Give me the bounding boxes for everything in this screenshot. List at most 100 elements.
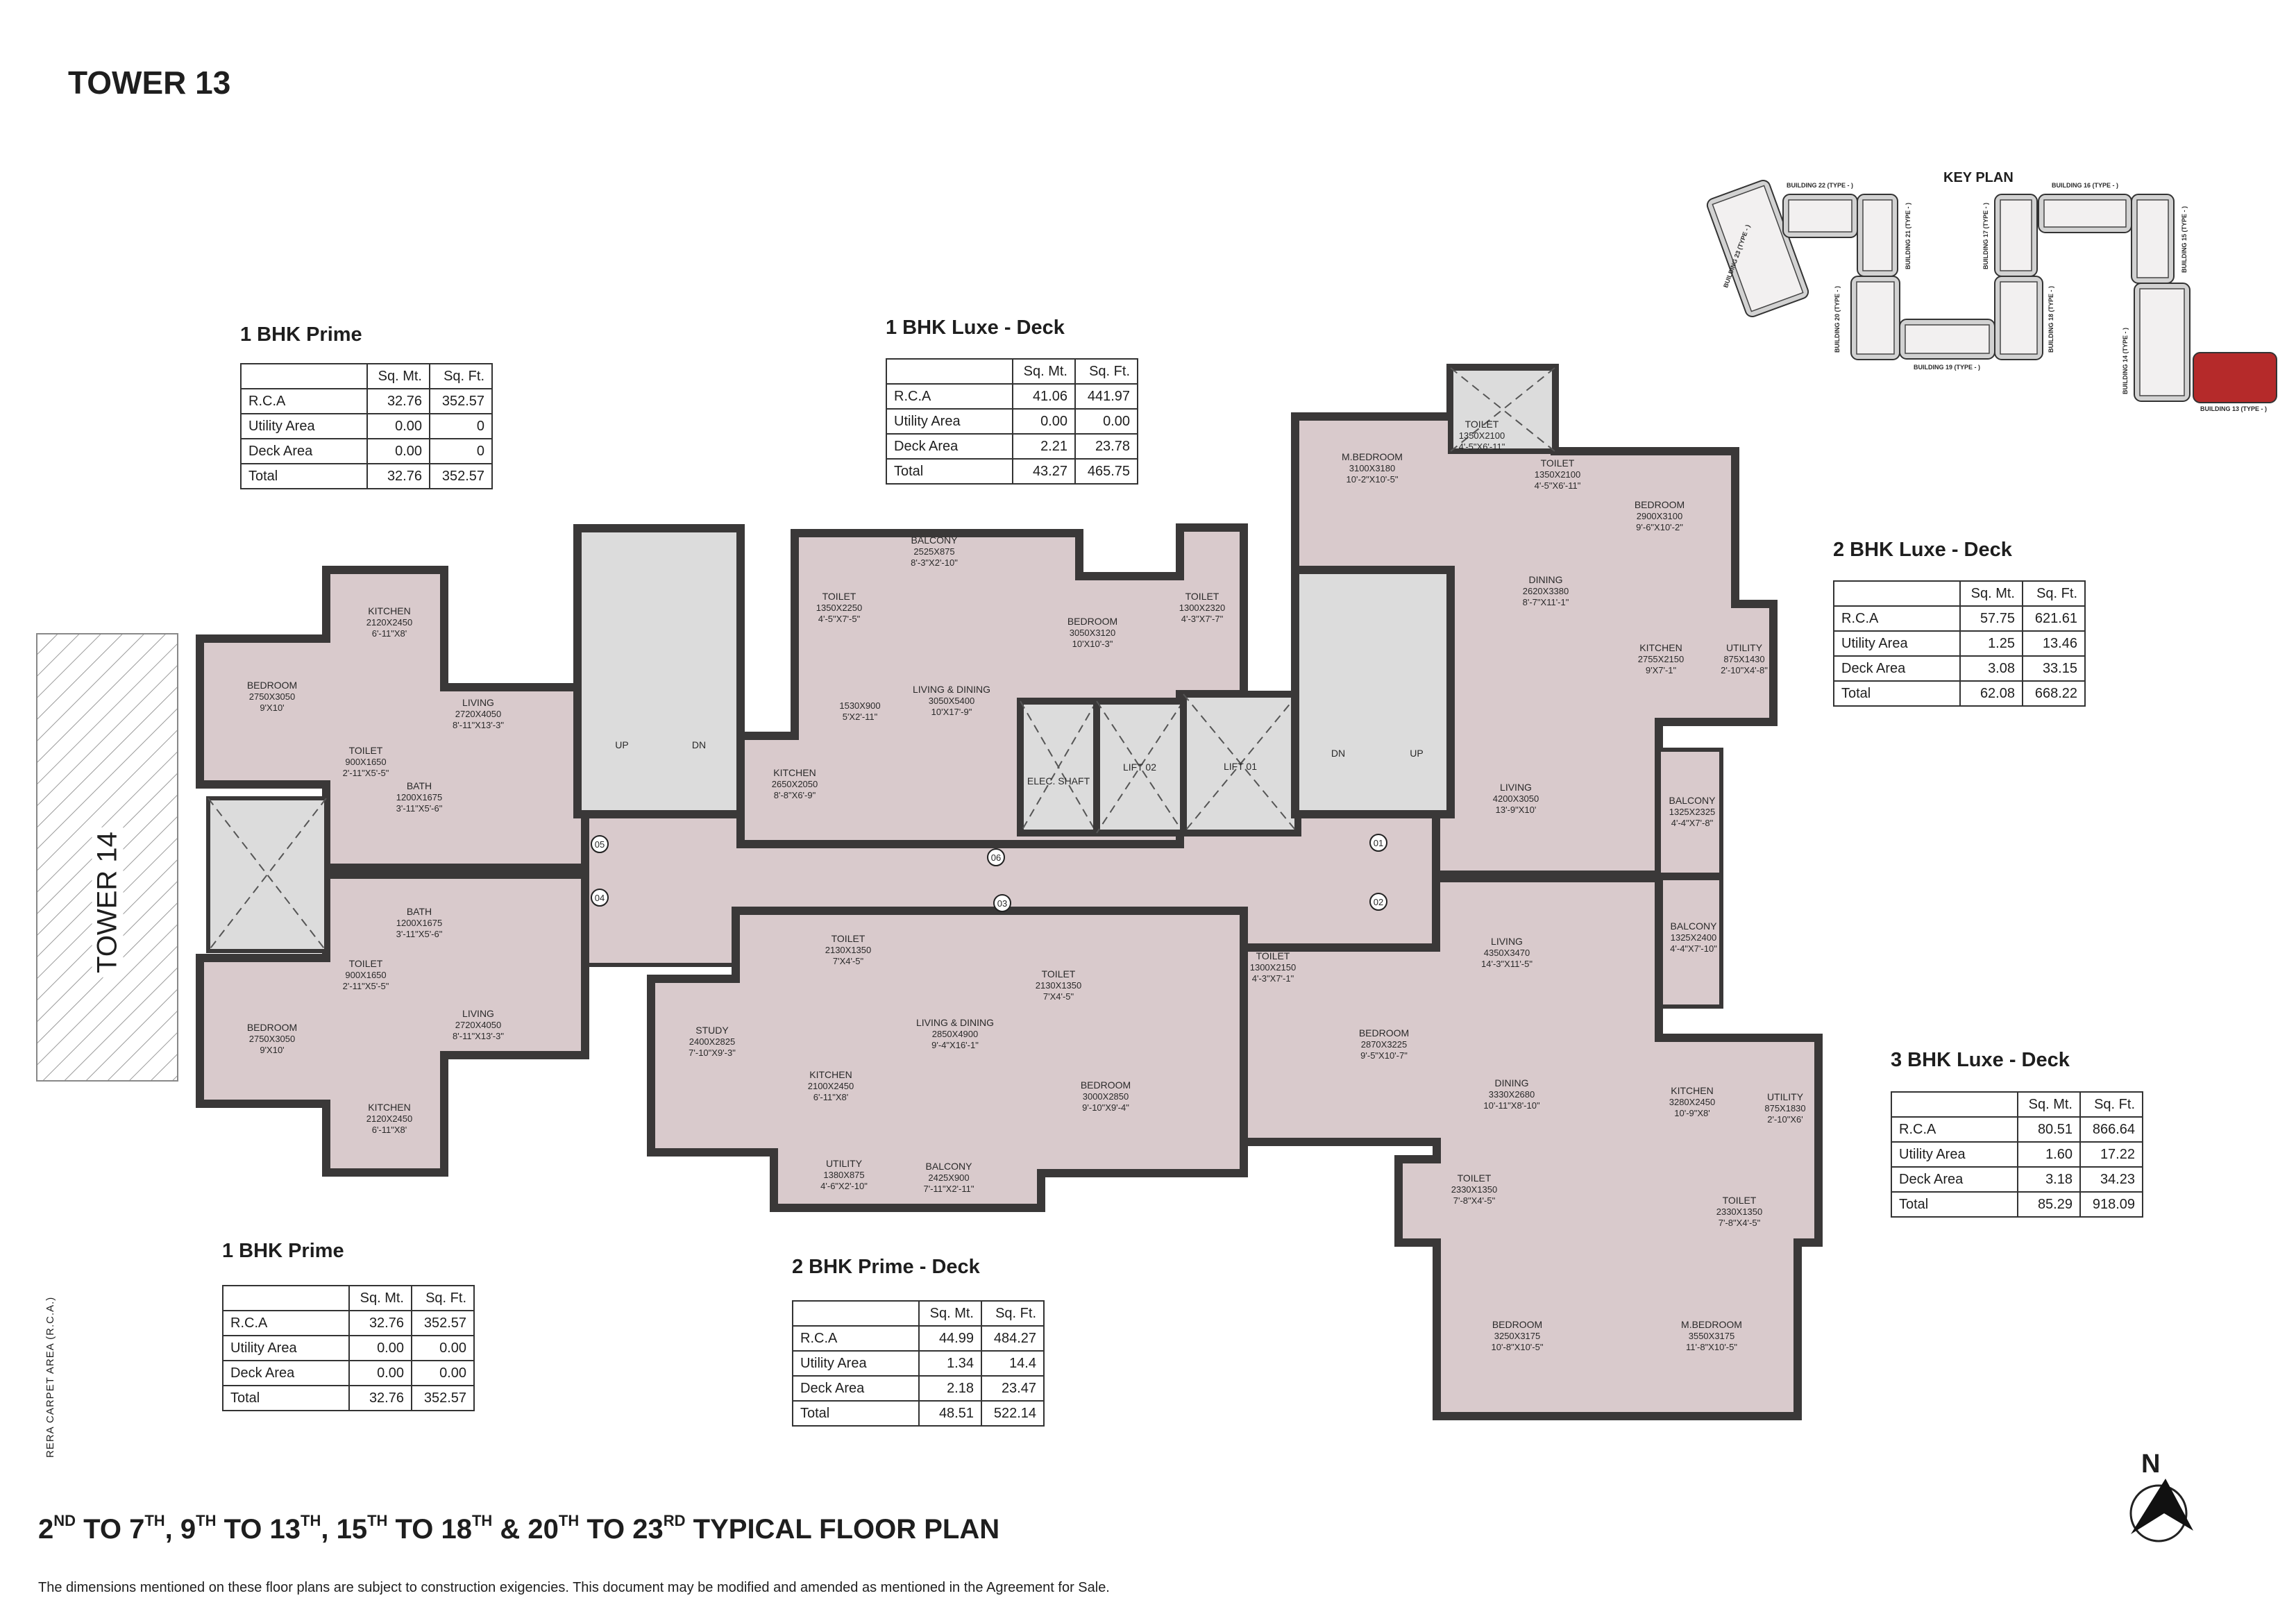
unit-type-title: 2 BHK Prime - Deck (792, 1256, 980, 1278)
room-size-mm: 875X1830 (1764, 1103, 1805, 1113)
room-name: TOILET (1256, 950, 1290, 961)
area-label: Deck Area (1833, 655, 1961, 682)
room-name: LIVING (462, 1008, 494, 1019)
shaft-cross (1020, 700, 1097, 834)
room-name: BEDROOM (1081, 1079, 1131, 1091)
area-value: 0.00 (411, 1335, 475, 1361)
area-label: Deck Area (886, 433, 1013, 460)
column-header: Sq. Mt. (366, 363, 430, 389)
table-header-row: Sq. Mt.Sq. Ft. (222, 1285, 475, 1311)
room-name: TOILET (1465, 419, 1499, 430)
room-size-mm: 1200X1675 (396, 918, 443, 928)
room-size-ft: 9'X10' (260, 703, 284, 713)
room-size-mm: 4200X3050 (1493, 793, 1539, 804)
key-plan-footprint (1856, 281, 1895, 355)
area-value: 33.15 (2022, 655, 2086, 682)
area-label: Total (792, 1400, 920, 1427)
room-size-mm: 2100X2450 (808, 1081, 854, 1091)
column-header: Sq. Ft. (981, 1300, 1045, 1327)
key-plan-building-label: BUILDING 22 (TYPE - ) (1787, 182, 1853, 189)
room-size-mm: 1350X2250 (816, 603, 863, 613)
column-header: Sq. Mt. (2017, 1091, 2081, 1118)
staircase-right (1291, 566, 1455, 818)
unit-type-title: 3 BHK Luxe - Deck (1891, 1049, 2070, 1071)
room-name: KITCHEN (368, 605, 410, 616)
room-size-mm: 3000X2850 (1083, 1091, 1129, 1102)
door-marker (993, 894, 1011, 912)
area-label: R.C.A (1891, 1116, 2018, 1143)
shaft-cross (1450, 367, 1555, 452)
room-size-ft: 5'X2'-11" (843, 712, 878, 722)
area-label: Utility Area (792, 1350, 920, 1377)
room-size-ft: 7'-8"X4'-5" (1453, 1195, 1496, 1206)
room-size-mm: 2850X4900 (932, 1029, 979, 1039)
area-value: 0.00 (1074, 408, 1138, 435)
door-number: 03 (997, 898, 1007, 909)
room-size-ft: 10'-9"X8' (1674, 1108, 1710, 1118)
area-label: Utility Area (1891, 1141, 2018, 1168)
column-header (222, 1285, 350, 1311)
column-header: Sq. Mt. (1012, 358, 1076, 385)
column-header (1833, 580, 1961, 607)
area-value: 1.34 (918, 1350, 982, 1377)
room-size-mm: 2120X2450 (366, 617, 413, 628)
room-size-mm: 3100X3180 (1349, 463, 1396, 473)
room-name: TOILET (822, 591, 856, 602)
column-header (1891, 1091, 2018, 1118)
column-header: Sq. Mt. (918, 1300, 982, 1327)
room-size-mm: 4350X3470 (1484, 948, 1530, 958)
core-label: DN (1331, 748, 1345, 759)
room-name: TOILET (1723, 1195, 1757, 1206)
area-value: 0.00 (366, 413, 430, 439)
area-value: 522.14 (981, 1400, 1045, 1427)
key-plan-building-label: BUILDING 21 (TYPE - ) (1905, 203, 1911, 269)
floor-plan-title: 2ND TO 7TH, 9TH TO 13TH, 15TH TO 18TH & … (38, 1512, 1000, 1545)
room-size-mm: 1325X2400 (1671, 932, 1717, 943)
room-name: BATH (407, 780, 432, 791)
room-name: BEDROOM (247, 680, 297, 691)
key-plan-building-label: BUILDING 18 (TYPE - ) (2048, 286, 2054, 353)
room-name: BALCONY (911, 535, 959, 546)
room-size-mm: 2120X2450 (366, 1113, 413, 1124)
area-value: 85.29 (2017, 1191, 2081, 1218)
core-label: DN (692, 739, 706, 750)
room-name: BEDROOM (247, 1022, 297, 1033)
area-label: R.C.A (240, 388, 368, 414)
shaft-cross (1096, 700, 1184, 834)
area-label: Total (1891, 1191, 2018, 1218)
balcony-2bhk (1657, 748, 1723, 877)
area-value: 1.25 (1959, 630, 2023, 657)
room-size-mm: 2650X2050 (772, 779, 818, 789)
room-size-ft: 6'-11"X8' (372, 628, 407, 639)
area-value: 918.09 (2079, 1191, 2143, 1218)
room-size-mm: 2750X3050 (249, 691, 296, 702)
area-value: 80.51 (2017, 1116, 2081, 1143)
room-name: LIVING (1491, 936, 1523, 947)
key-plan-building-label: BUILDING 16 (TYPE - ) (2052, 182, 2118, 189)
shaft-cross (208, 798, 327, 952)
area-value: 0.00 (348, 1335, 412, 1361)
area-value: 465.75 (1074, 458, 1138, 485)
room-name: KITCHEN (368, 1102, 410, 1113)
table-header-row: Sq. Mt.Sq. Ft. (240, 363, 493, 389)
room-size-ft: 8'-11"X13'-3" (453, 1031, 504, 1041)
room-size-mm: 3050X3120 (1070, 628, 1116, 638)
